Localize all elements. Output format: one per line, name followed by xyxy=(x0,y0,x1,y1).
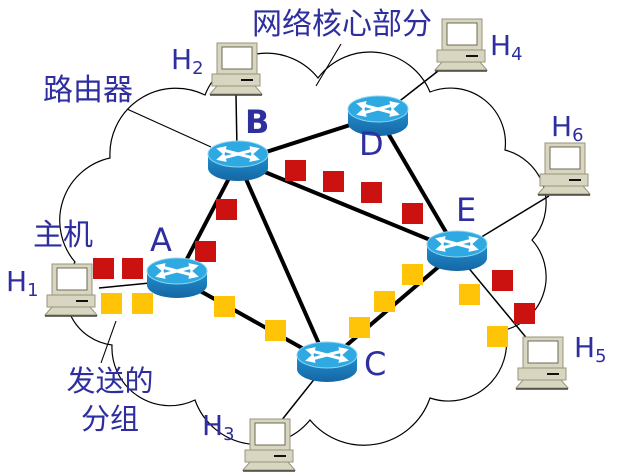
red-packet xyxy=(323,171,344,192)
computer-icon xyxy=(536,142,592,196)
host-h3-label: H3 xyxy=(202,409,235,446)
router-b-label: B xyxy=(245,103,270,141)
red-packet xyxy=(285,160,306,181)
red-packet xyxy=(361,182,382,203)
router-b xyxy=(206,139,270,183)
yellow-packet xyxy=(349,317,370,338)
router-label-leader xyxy=(126,108,212,148)
yellow-packet xyxy=(265,320,286,341)
host-h1 xyxy=(42,263,100,317)
router-icon xyxy=(296,341,358,382)
red-packet xyxy=(122,258,143,279)
host-h6-label: H6 xyxy=(551,110,584,147)
router-icon xyxy=(207,140,269,181)
link-b-e xyxy=(237,159,458,253)
yellow-packet xyxy=(374,291,395,312)
router-e-label: E xyxy=(456,191,477,229)
computer-icon xyxy=(514,336,570,390)
yellow-packet xyxy=(459,284,480,305)
red-packet xyxy=(402,203,423,224)
router-a xyxy=(145,256,209,300)
core-label-leader xyxy=(315,43,342,87)
sent-packets-label-line2: 分组 xyxy=(80,402,139,437)
router-a-label: A xyxy=(150,221,172,259)
packets-label-leader xyxy=(100,320,117,364)
red-packet xyxy=(195,241,216,262)
host-annotation-label: 主机 xyxy=(33,218,93,253)
computer-icon xyxy=(241,418,297,472)
red-packet xyxy=(514,303,535,324)
host-h2-label: H2 xyxy=(171,43,204,80)
router-icon xyxy=(347,95,409,136)
host-h2 xyxy=(207,42,265,96)
yellow-packet xyxy=(214,296,235,317)
router-c-label: C xyxy=(364,345,387,383)
yellow-packet xyxy=(487,326,508,347)
router-icon xyxy=(146,257,208,298)
red-packet xyxy=(93,258,114,279)
router-e xyxy=(425,229,489,273)
yellow-packet xyxy=(402,264,423,285)
router-d-label: D xyxy=(359,125,384,163)
computer-icon xyxy=(43,263,99,317)
host-h4 xyxy=(432,18,490,72)
router-c xyxy=(295,340,359,384)
host-h1-label: H1 xyxy=(6,265,39,302)
host-h3 xyxy=(240,418,298,472)
router-icon xyxy=(426,230,488,271)
sent-packets-label: 发送的 分组 xyxy=(56,362,164,439)
network-core-cloud-outline xyxy=(59,51,547,446)
computer-icon xyxy=(208,42,264,96)
core-part-label: 网络核心部分 xyxy=(252,7,432,42)
host-h5 xyxy=(513,336,571,390)
host-h4-label: H4 xyxy=(490,29,523,66)
router-d xyxy=(346,94,410,138)
red-packet xyxy=(492,270,513,291)
host-h6 xyxy=(535,142,593,196)
computer-icon xyxy=(433,18,489,72)
link-b-c xyxy=(236,160,329,363)
leader-lines xyxy=(100,43,342,364)
red-packet xyxy=(216,199,237,220)
sent-packets-label-line1: 发送的 xyxy=(66,364,154,398)
link-h5-e xyxy=(461,259,530,342)
yellow-packet xyxy=(132,293,153,314)
host-h5-label: H5 xyxy=(574,331,607,368)
link-d-e xyxy=(376,114,459,253)
yellow-packet xyxy=(101,293,122,314)
router-annotation-label: 路由器 xyxy=(43,73,133,108)
